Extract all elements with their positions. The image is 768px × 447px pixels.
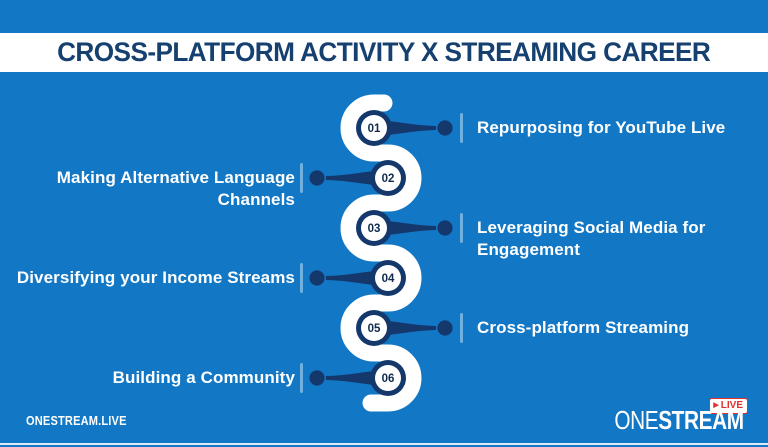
title-band: CROSS-PLATFORM ACTIVITY X STREAMING CARE… (0, 33, 768, 72)
website-url: ONESTREAM.LIVE (26, 413, 127, 428)
step-number: 02 (382, 173, 395, 185)
step-label-4: Diversifying your Income Streams (16, 268, 295, 287)
play-icon: ▶ (713, 402, 719, 409)
node-step-6: 06 (370, 360, 406, 396)
node-step-2: 02 (370, 160, 406, 196)
live-badge-label: LIVE (720, 400, 743, 411)
node-step-5: 05 (356, 310, 392, 346)
step-number: 04 (382, 273, 395, 285)
node-step-4: 04 (370, 260, 406, 296)
separator-step-1 (460, 113, 463, 143)
page-title: CROSS-PLATFORM ACTIVITY X STREAMING CARE… (57, 37, 711, 67)
logo-stream-text: STREAM (658, 405, 745, 435)
separator-step-2 (300, 163, 303, 193)
step-label-5: Cross-platform Streaming (477, 318, 690, 337)
separator-step-3 (460, 213, 463, 243)
separator-step-6 (300, 363, 303, 393)
onestream-logo: ONESTREAM (582, 405, 745, 435)
step-number: 05 (368, 323, 381, 335)
separator-step-5 (460, 313, 463, 343)
live-badge: ▶ LIVE (709, 398, 748, 414)
snake-path (340, 94, 422, 412)
step-number: 03 (368, 223, 381, 235)
bottom-divider (0, 443, 768, 445)
step-label-1: Repurposing for YouTube Live (477, 118, 726, 137)
step-label-2: Making Alternative Language Channels (56, 168, 295, 209)
separator-step-4 (300, 263, 303, 293)
step-number: 06 (382, 373, 395, 385)
step-label-6: Building a Community (112, 368, 295, 387)
node-step-1: 01 (356, 110, 392, 146)
step-label-3: Leveraging Social Media for Engagement (477, 218, 706, 259)
step-number: 01 (368, 123, 381, 135)
logo-one-text: ONE (614, 405, 659, 435)
node-step-3: 03 (356, 210, 392, 246)
